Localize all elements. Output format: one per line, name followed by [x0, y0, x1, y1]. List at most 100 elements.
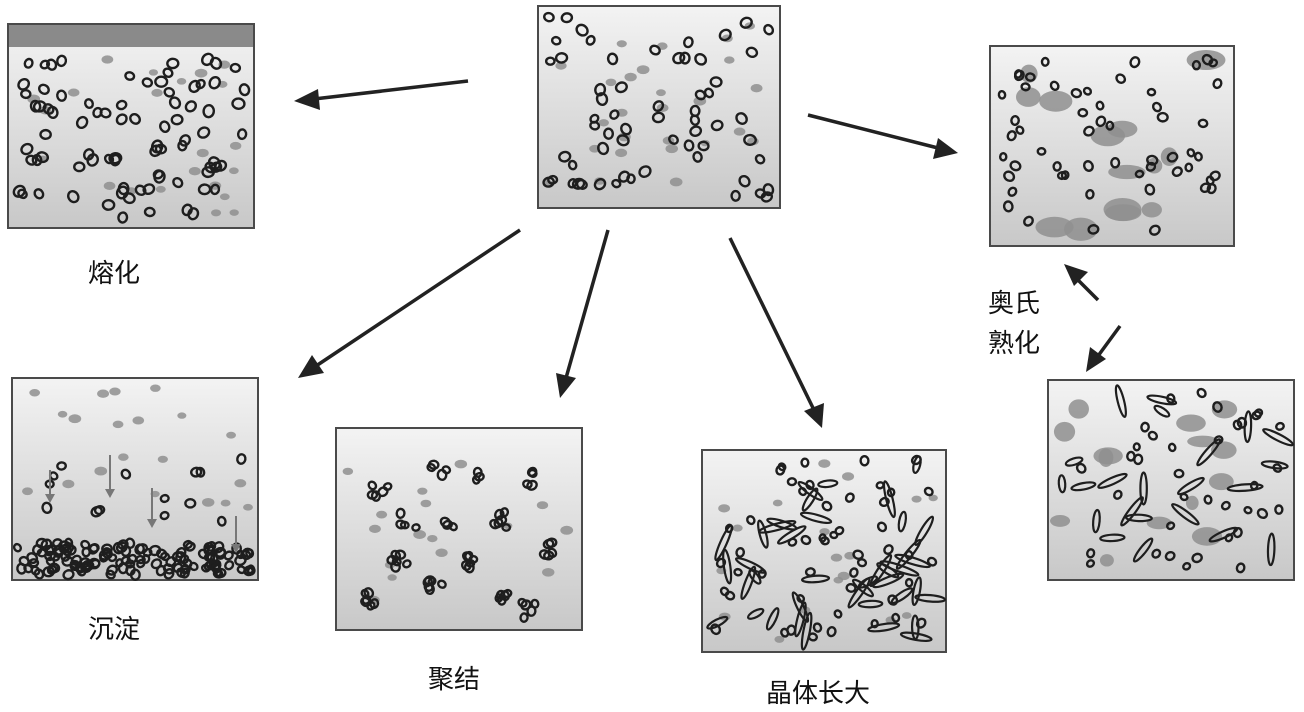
particle — [202, 498, 214, 507]
particle — [177, 412, 186, 418]
particle — [221, 500, 231, 507]
particle — [560, 526, 573, 535]
particle — [189, 167, 201, 175]
particle — [58, 411, 68, 418]
arrow-to-ostwald — [808, 115, 958, 159]
particle — [831, 554, 842, 562]
particle — [94, 467, 107, 476]
particle — [427, 535, 437, 542]
particle — [1050, 515, 1070, 527]
particle — [773, 500, 783, 507]
particle — [62, 480, 74, 488]
particle — [226, 432, 236, 439]
particle — [838, 572, 850, 580]
particle — [1100, 554, 1114, 566]
crystal-growth-label: 晶体长大 — [766, 679, 870, 709]
particle — [220, 193, 230, 200]
particle — [104, 182, 116, 190]
particle — [724, 56, 734, 63]
center-panel — [538, 6, 780, 208]
ostwald-label-line1: 奥氏 — [988, 289, 1040, 319]
arrow-to-crystal-growth — [730, 238, 824, 428]
particle — [197, 149, 209, 157]
particle — [243, 504, 253, 511]
particle — [150, 385, 161, 392]
particle — [177, 78, 187, 85]
particle — [230, 209, 239, 215]
particle — [158, 456, 168, 463]
melting-panel — [8, 24, 254, 228]
particle — [132, 416, 144, 424]
melting-label: 熔化 — [88, 259, 140, 289]
particle — [109, 388, 120, 396]
particle — [1104, 198, 1142, 221]
particle — [113, 421, 124, 429]
aggregation-panel — [336, 428, 582, 630]
particle — [617, 40, 627, 47]
particle — [912, 496, 922, 503]
arrow-to-melting — [294, 81, 468, 110]
ostwald-top-panel — [990, 46, 1234, 246]
particle — [542, 568, 554, 577]
particle — [1093, 447, 1122, 464]
particle — [902, 612, 912, 619]
particle — [343, 468, 353, 475]
particle — [1054, 422, 1075, 442]
particle — [656, 89, 666, 96]
particle — [68, 89, 79, 97]
particle — [1035, 217, 1073, 238]
particle — [718, 504, 730, 512]
particle — [435, 548, 447, 557]
particle — [537, 501, 548, 509]
particle — [637, 65, 650, 74]
precipitation-panel — [12, 378, 258, 580]
particle — [22, 487, 33, 495]
particle — [151, 89, 162, 97]
arrow-to-aggregation — [556, 230, 608, 398]
particle — [624, 73, 636, 82]
particle — [670, 178, 683, 187]
particle — [732, 525, 742, 532]
particle — [599, 119, 609, 126]
particle — [1192, 527, 1222, 546]
particle — [149, 69, 158, 75]
ostwald-bottom-panel — [1048, 380, 1294, 580]
particle — [97, 390, 109, 398]
particle — [195, 69, 208, 78]
particle — [29, 389, 40, 397]
ostwald-label-line2: 熟化 — [988, 329, 1040, 359]
particle — [606, 79, 617, 86]
arrow-ostwald-down — [1086, 326, 1120, 372]
particle — [1142, 202, 1162, 217]
particle — [369, 525, 381, 533]
arrow-to-precipitation — [298, 230, 520, 378]
particle — [1176, 415, 1206, 432]
particle — [230, 142, 241, 150]
particle — [818, 459, 830, 467]
crystal-growth-panel — [702, 450, 946, 652]
particle — [751, 84, 763, 92]
particle — [615, 149, 627, 157]
particle — [69, 414, 82, 423]
particle — [101, 55, 113, 63]
particle — [376, 511, 387, 519]
particle — [1039, 91, 1072, 112]
precipitation-label: 沉淀 — [88, 615, 140, 645]
particle — [421, 500, 432, 508]
particle — [229, 167, 239, 174]
particle — [387, 574, 396, 581]
melt-band — [9, 25, 253, 47]
particle — [417, 488, 427, 495]
aggregation-label: 聚结 — [428, 665, 480, 695]
particle — [842, 472, 854, 480]
particle — [118, 453, 129, 460]
particle — [1161, 147, 1178, 166]
particle — [455, 460, 467, 469]
arrow-ostwald-up — [1064, 264, 1098, 300]
particle — [734, 128, 746, 136]
particle — [234, 479, 246, 487]
particle — [1068, 399, 1089, 418]
particle — [211, 209, 221, 216]
particle — [665, 144, 678, 153]
